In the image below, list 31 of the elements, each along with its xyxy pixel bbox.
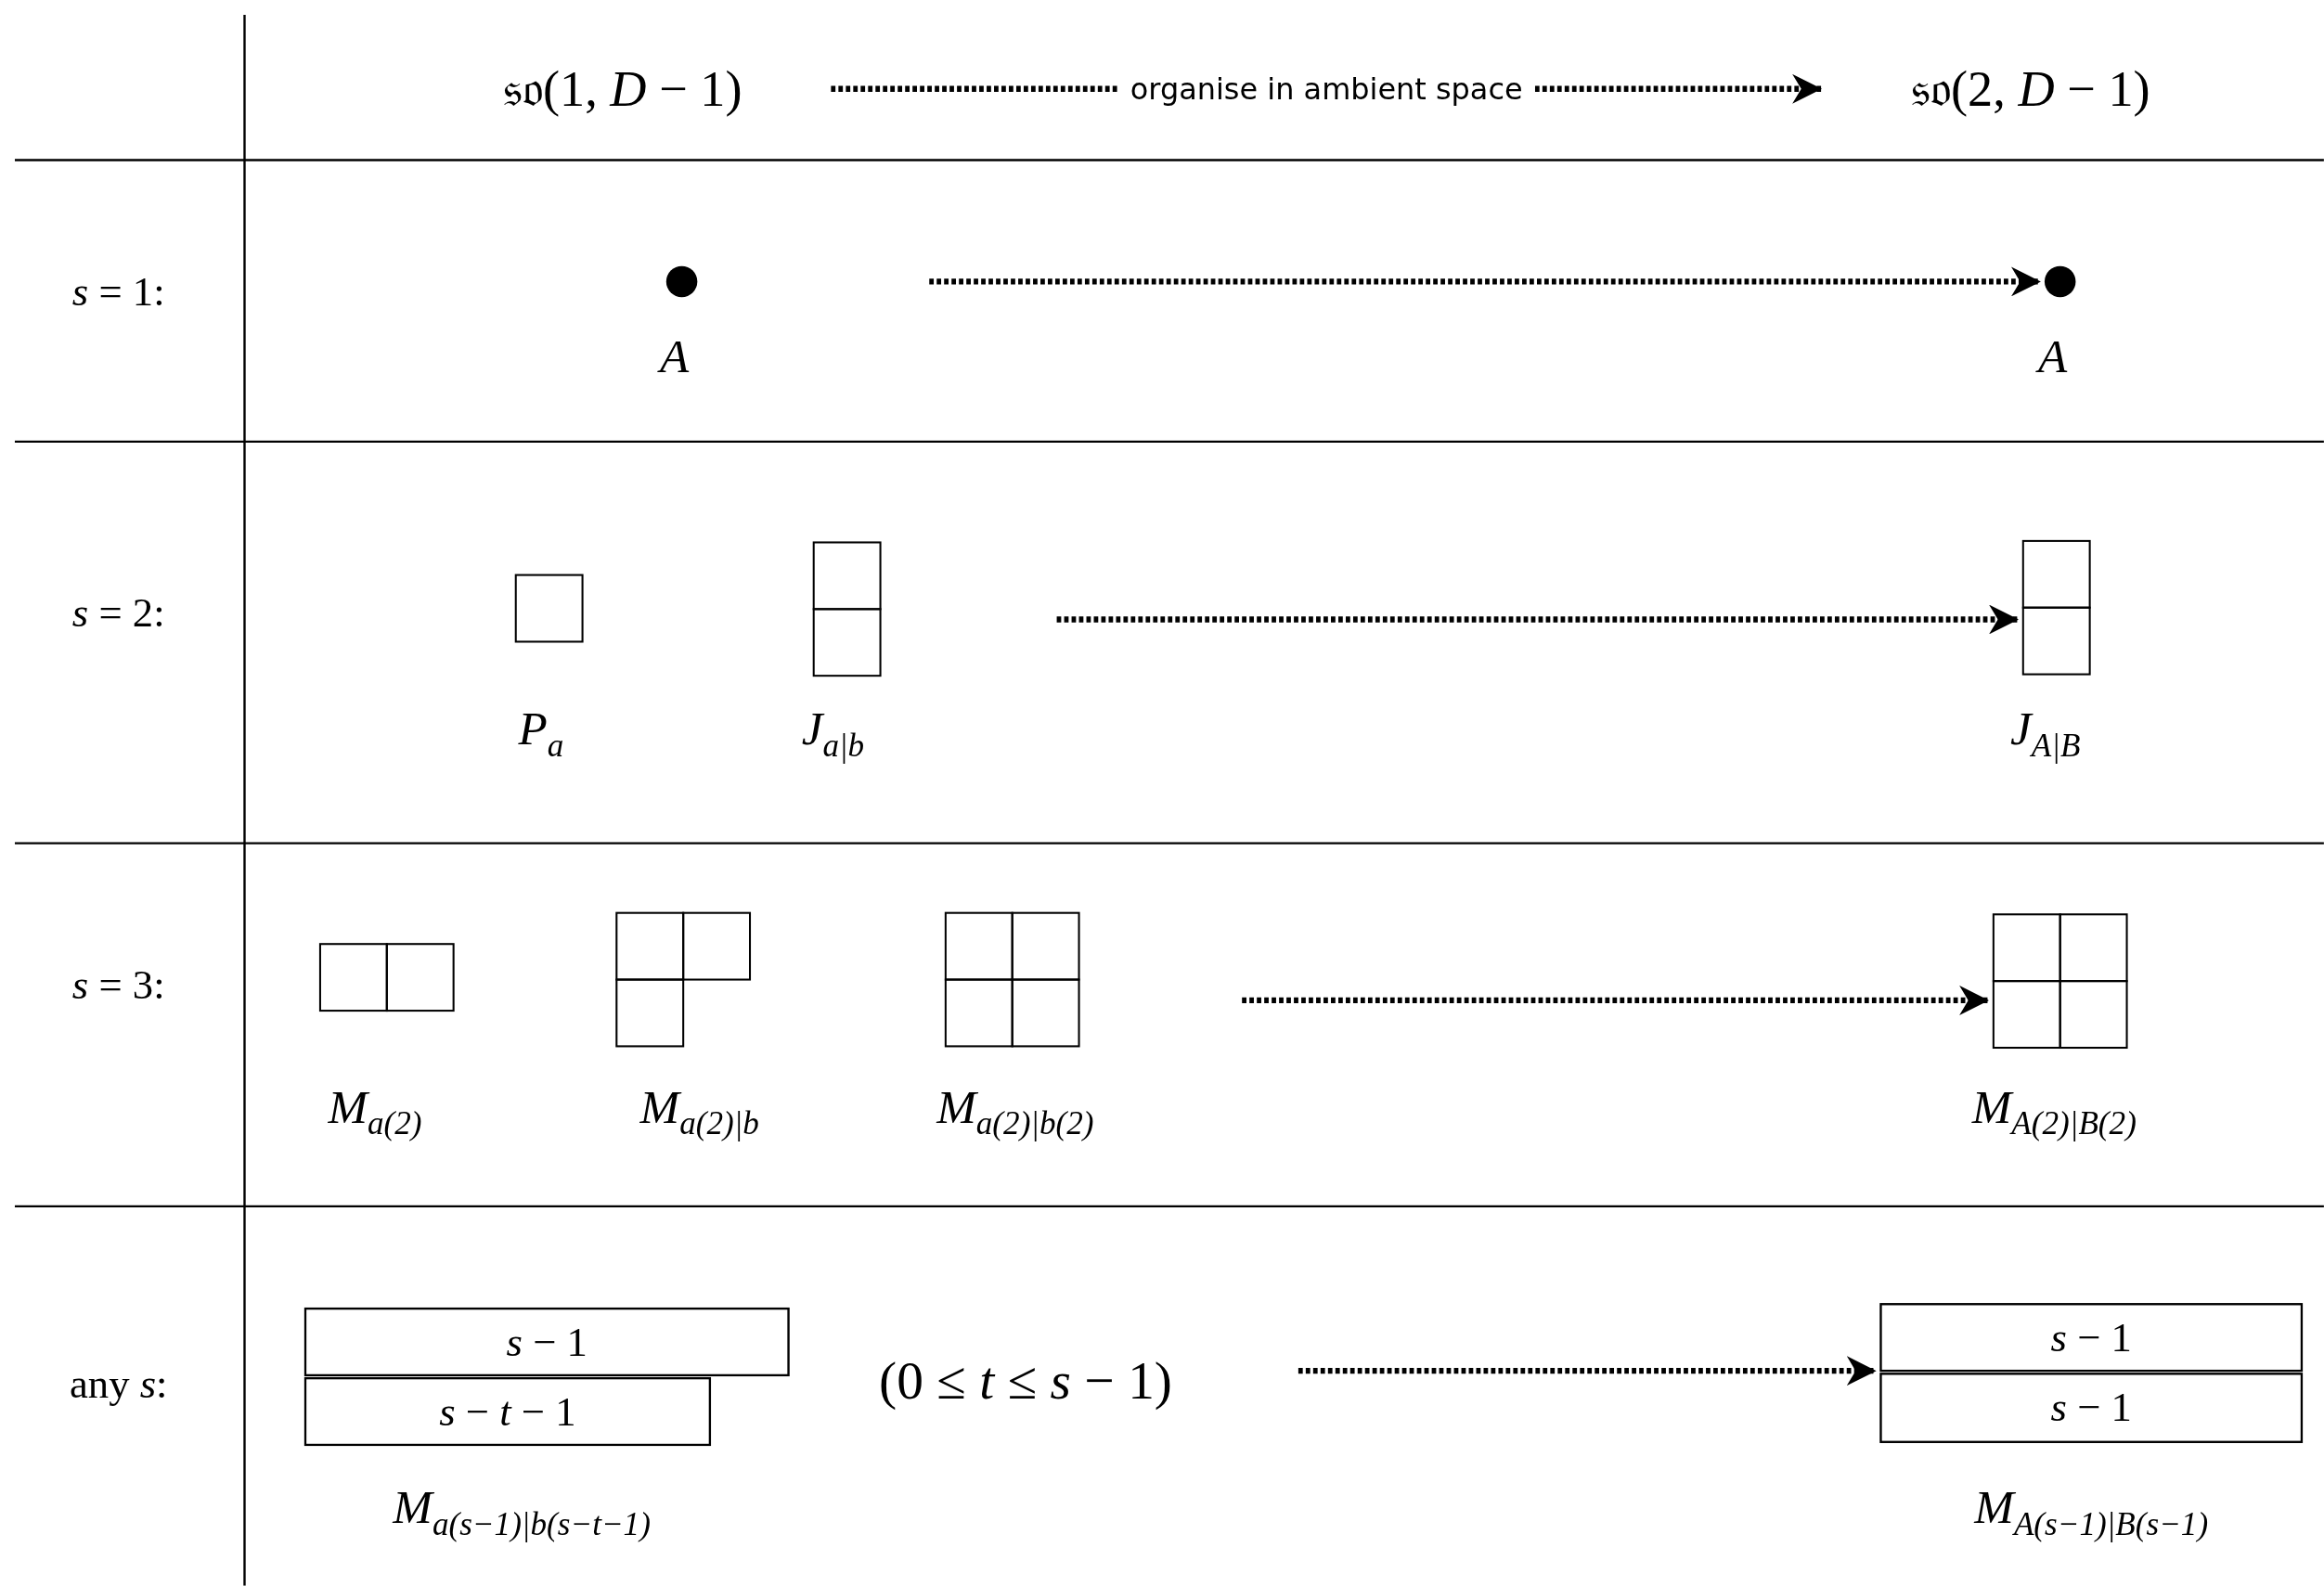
young-diagram (1992, 912, 2129, 1050)
young-diagram (614, 911, 752, 1048)
dot-symbol (665, 264, 699, 298)
condition-text: (0 ≤ t ≤ s − 1) (879, 1354, 1172, 1409)
math-label: M$_{A(2)|B(2)}$ (1971, 1082, 2137, 1141)
math-label: M$_{a(s−1)|b(s−t−1)}$ (393, 1482, 651, 1541)
tableau-row: s − 1 (1879, 1302, 2304, 1373)
row-label: s = 1: (71, 271, 165, 313)
math-label: P$_{a}$ (518, 704, 564, 763)
row-label: s = 3: (71, 964, 165, 1007)
tableau-row: s − 1 (1879, 1372, 2304, 1444)
math-label: M$_{a(2)|b}$ (639, 1082, 759, 1141)
young-diagram (812, 540, 883, 677)
tableau-row: s − 1 (303, 1307, 791, 1377)
tableau-row: s − t − 1 (303, 1376, 712, 1447)
row-label: s = 2: (71, 592, 165, 635)
dotted-arrow (1242, 985, 1990, 1015)
young-diagram (514, 574, 585, 644)
math-label: M$_{a(2)}$ (328, 1082, 422, 1141)
dotted-arrow (1298, 1356, 1877, 1386)
young-diagram (944, 911, 1081, 1048)
algebra-heading: 𝔰𝔬(2, D − 1) (1910, 62, 2150, 115)
young-diagram (318, 942, 456, 1012)
math-label: M$_{A(s−1)|B(s−1)}$ (1974, 1482, 2209, 1541)
young-diagram (2021, 539, 2092, 677)
math-label: J$_{a|b}$ (801, 704, 865, 763)
dot-symbol (2044, 264, 2077, 298)
math-label: M$_{a(2)|b(2)}$ (936, 1082, 1094, 1141)
algebra-heading: 𝔰𝔬(1, D − 1) (502, 62, 742, 115)
row-label: any s: (69, 1363, 168, 1405)
math-label: J$_{A|B}$ (2010, 704, 2081, 763)
